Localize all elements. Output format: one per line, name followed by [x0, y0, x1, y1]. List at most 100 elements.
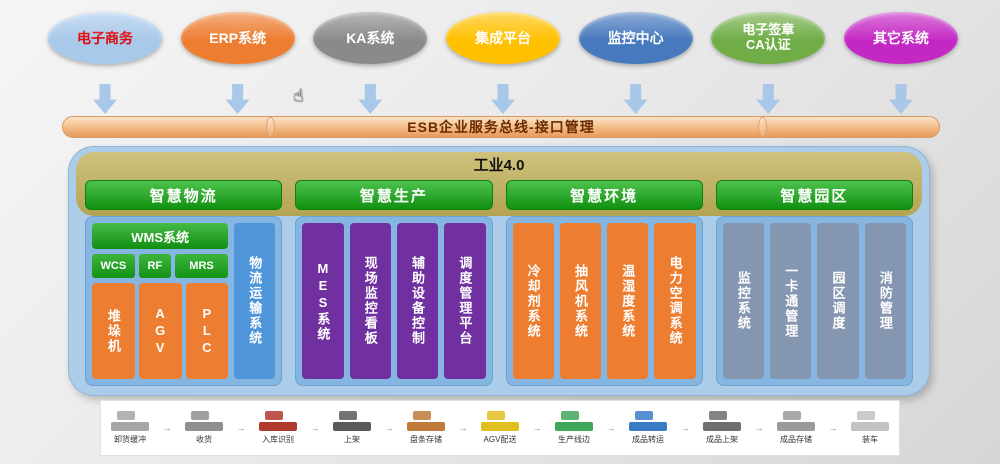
group-header-smart-environment: 智慧环境	[505, 180, 703, 210]
flow-arrow-icon: →	[680, 423, 690, 433]
module-label: 一卡通管理	[783, 263, 799, 339]
down-arrow-icon	[225, 84, 250, 114]
pipe-joint	[758, 117, 767, 137]
flow-arrow-icon: →	[310, 423, 320, 433]
module-label: MES系统	[315, 260, 331, 342]
machine-icon	[777, 411, 815, 431]
machine-icon	[629, 411, 667, 431]
industry40-panel: 工业4.0 智慧物流 WMS系统 WCS RF MRS	[68, 146, 930, 396]
process-step-label: 装车	[862, 435, 878, 444]
machine-icon	[259, 411, 297, 431]
plc-box: PLC	[185, 283, 229, 379]
group-smart-logistics: 智慧物流 WMS系统 WCS RF MRS 堆垛机	[85, 180, 283, 386]
process-step: 上架	[333, 411, 371, 445]
process-step-label: 上架	[344, 435, 360, 444]
group-header-smart-logistics: 智慧物流	[85, 180, 283, 210]
group-panel-smart-logistics: WMS系统 WCS RF MRS 堆垛机 AGV	[85, 216, 283, 386]
process-step: 入库识别	[259, 411, 297, 445]
plc-label: PLC	[199, 305, 215, 357]
module-label: 冷却剂系统	[525, 263, 541, 339]
agv-label: AGV	[152, 305, 168, 357]
process-step: 生产线边	[555, 411, 593, 445]
module-label: 温湿度系统	[620, 263, 636, 339]
flow-arrow-icon: →	[236, 423, 246, 433]
group-smart-campus: 智慧园区 监控系统 一卡通管理 园区调度 消防管理	[715, 180, 913, 386]
industry40-title: 工业4.0	[473, 157, 525, 174]
flow-arrow-icon: →	[532, 423, 542, 433]
logistics-subsystem-row: WCS RF MRS	[92, 254, 229, 278]
onecard-management-box: 一卡通管理	[770, 223, 812, 379]
module-label: 园区调度	[830, 271, 846, 331]
logistics-device-row: 堆垛机 AGV PLC	[92, 283, 229, 379]
process-step-label: 卸货缓冲	[114, 435, 146, 444]
process-flow-strip: 卸货缓冲 → 收货 → 入库识别 → 上架 →	[100, 400, 900, 456]
process-step: 卸货缓冲	[111, 411, 149, 445]
groups-row: 智慧物流 WMS系统 WCS RF MRS 堆垛机	[85, 180, 913, 386]
process-step: 收货	[185, 411, 223, 445]
module-label: 抽风机系统	[572, 263, 588, 339]
temp-humidity-system-box: 温湿度系统	[607, 223, 649, 379]
pipe-joint	[266, 117, 275, 137]
process-step-label: 收货	[196, 435, 212, 444]
esb-label: ESB企业服务总线-接口管理	[407, 119, 595, 135]
down-arrow-icon	[888, 84, 913, 114]
exhaust-fan-system-box: 抽风机系统	[559, 223, 602, 379]
wms-system-box: WMS系统	[92, 223, 229, 249]
transport-system-label: 物流运输系统	[247, 256, 263, 346]
process-step: 装车	[851, 411, 889, 445]
process-step-label: AGV配送	[483, 435, 517, 444]
esb-service-bus: ESB企业服务总线-接口管理	[62, 116, 940, 138]
wcs-box: WCS	[92, 254, 135, 278]
flow-arrow-icon: →	[828, 423, 838, 433]
module-label: 电力空调系统	[667, 256, 683, 346]
power-hvac-system-box: 电力空调系统	[654, 223, 696, 379]
machine-icon	[481, 411, 519, 431]
transport-system-box: 物流运输系统	[234, 223, 276, 379]
group-panel-smart-campus: 监控系统 一卡通管理 园区调度 消防管理	[715, 216, 913, 386]
machine-icon	[407, 411, 445, 431]
machine-icon	[703, 411, 741, 431]
mes-system-box: MES系统	[302, 223, 344, 379]
surveillance-system-box: 监控系统	[722, 223, 765, 379]
group-smart-production: 智慧生产 MES系统 现场监控看板 辅助设备控制 调度管理平台	[295, 180, 493, 386]
group-panel-smart-production: MES系统 现场监控看板 辅助设备控制 调度管理平台	[295, 216, 493, 386]
process-step-label: 生产线边	[558, 435, 590, 444]
node-ecommerce: 电子商务	[48, 12, 162, 64]
process-step-label: 成品上架	[706, 435, 738, 444]
down-arrow-icon	[93, 84, 117, 114]
node-other-systems: 其它系统	[843, 12, 958, 64]
node-ka-system: KA系统	[313, 12, 428, 64]
group-panel-smart-environment: 冷却剂系统 抽风机系统 温湿度系统 电力空调系统	[505, 216, 703, 386]
module-label: 监控系统	[735, 271, 751, 331]
down-arrow-icon	[490, 84, 515, 114]
group-header-smart-campus: 智慧园区	[715, 180, 913, 210]
machine-icon	[333, 411, 371, 431]
logistics-left-column: WMS系统 WCS RF MRS 堆垛机 AGV	[92, 223, 229, 379]
process-step: 成品上架	[703, 411, 741, 445]
module-label: 调度管理平台	[457, 256, 473, 346]
top-systems-row: 电子商务 ERP系统 KA系统 集成平台 监控中心 电子签章 CA认证 其它系统	[48, 12, 958, 64]
process-step-label: 入库识别	[262, 435, 294, 444]
connector-arrows-row	[48, 84, 958, 114]
group-smart-environment: 智慧环境 冷却剂系统 抽风机系统 温湿度系统 电力空调系统	[505, 180, 703, 386]
module-label: 消防管理	[877, 271, 893, 331]
mrs-box: MRS	[174, 254, 229, 278]
coolant-system-box: 冷却剂系统	[512, 223, 554, 379]
flow-arrow-icon: →	[162, 423, 172, 433]
rf-box: RF	[138, 254, 171, 278]
dispatch-platform-box: 调度管理平台	[444, 223, 486, 379]
process-step-label: 成品转运	[632, 435, 664, 444]
process-step-label: 盘条存储	[410, 435, 442, 444]
group-header-smart-production: 智慧生产	[295, 180, 493, 210]
down-arrow-icon	[358, 84, 383, 114]
down-arrow-icon	[756, 84, 781, 114]
machine-icon	[555, 411, 593, 431]
process-step-label: 成品存储	[780, 435, 812, 444]
process-step: 成品存储	[777, 411, 815, 445]
campus-dispatch-box: 园区调度	[817, 223, 859, 379]
flow-arrow-icon: →	[384, 423, 394, 433]
fire-management-box: 消防管理	[864, 223, 906, 379]
stacker-label: 堆垛机	[105, 308, 121, 354]
flow-arrow-icon: →	[458, 423, 468, 433]
